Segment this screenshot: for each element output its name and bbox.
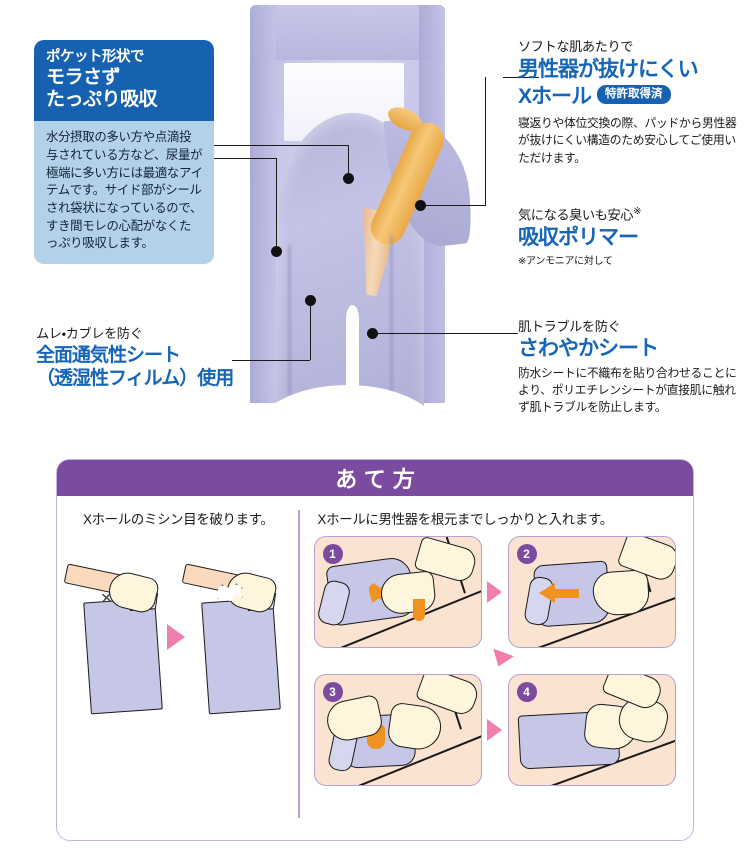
sheet-callout: 肌トラブルを防ぐ さわやかシート 防水シートに不織布を貼り合わせることにより、ポ…	[518, 318, 744, 416]
xhole-callout: ソフトな肌あたりで 男性器が抜けにくい Xホール 特許取得済 寝返りや体位交換の…	[518, 38, 744, 167]
figure-intact-xhole: ×	[63, 552, 167, 715]
leader-line-pocket-v	[348, 145, 349, 177]
howto-left-caption: Xホールのミシン目を破ります。	[83, 512, 274, 527]
leader-line-xhole-h	[503, 77, 539, 78]
step-card-4: 4	[507, 674, 676, 786]
pocket-card-title-line2: たっぷり吸収	[46, 89, 158, 111]
pad-bag	[83, 597, 163, 715]
step-number-badge: 2	[516, 544, 537, 564]
direction-arrow-icon	[538, 583, 555, 603]
howto-header: あて方	[57, 460, 693, 496]
leader-line-xhole-v	[485, 77, 486, 205]
leader-dot-sheet	[367, 328, 378, 339]
direction-arrow-tail	[552, 589, 579, 598]
polymer-kicker-row: 気になる臭いも安心※	[518, 205, 744, 224]
howto-column-divider	[298, 510, 300, 818]
polymer-kicker: 気になる臭いも安心	[518, 207, 634, 223]
pocket-card-kicker: ポケット形状で	[46, 49, 145, 65]
pocket-card-header: ポケット形状で モラさず たっぷり吸収	[34, 40, 214, 122]
product-illustration	[240, 5, 475, 440]
sheet-kicker: 肌トラブルを防ぐ	[518, 319, 621, 334]
leader-line-xhole-h2	[420, 205, 486, 206]
sheet-title: さわやかシート	[518, 337, 659, 361]
step-card-1: 1	[313, 536, 482, 648]
pocket-feature-card: ポケット形状で モラさず たっぷり吸収 水分摂取の多い方や点滴投与されている方な…	[34, 40, 214, 264]
step-card-2: 2	[507, 536, 676, 648]
step-gap-1-2	[482, 581, 508, 603]
patent-badge: 特許取得済	[597, 85, 671, 105]
polymer-title: 吸収ポリマー	[518, 225, 639, 249]
step-row-top: 1	[313, 536, 694, 648]
leader-line-pocket-h	[214, 145, 348, 146]
step-card-3: 3	[313, 674, 482, 786]
breathable-callout: ムレ・カブレを防ぐ 全面通気性シート （透湿性フィルム）使用	[36, 325, 246, 391]
polymer-note: ※アンモニアに対して	[518, 256, 613, 268]
polymer-callout: 気になる臭いも安心※ 吸収ポリマー ※アンモニアに対して	[518, 205, 744, 267]
step-flow-down	[314, 648, 694, 674]
pocket-card-title-line1: モラさず	[46, 66, 121, 88]
leader-line-breathable-v	[310, 300, 311, 360]
leader-line-pocket2-v	[276, 158, 277, 250]
howto-left-column: Xホールのミシン目を破ります。 ×	[57, 496, 298, 840]
pad-bag	[201, 597, 281, 715]
step-grid: 1	[313, 536, 694, 786]
pink-arrow-icon	[487, 719, 502, 741]
breathable-kicker: ムレ・カブレを防ぐ	[36, 326, 143, 341]
breathable-title-line2: （透湿性フィルム）使用	[36, 368, 234, 390]
howto-right-caption: Xホールに男性器を根元までしっかりと入れます。	[317, 512, 614, 527]
pad-side-left	[250, 5, 276, 403]
leader-line-sheet-h	[372, 333, 518, 334]
howto-right-column: Xホールに男性器を根元までしっかりと入れます。 1	[300, 496, 694, 840]
pad-top-band	[250, 5, 445, 60]
xhole-title-line2: Xホール	[518, 84, 592, 108]
step-gap-3-4	[482, 719, 508, 741]
step-row-bottom: 3	[313, 674, 694, 786]
xhole-body: 寝返りや体位交換の際、パッドから男性器が抜けにくい構造のため安心してご使用いただ…	[518, 116, 737, 165]
hand-shape-right	[385, 701, 444, 753]
orange-tip-icon	[412, 599, 425, 621]
xhole-title-line1: 男性器が抜けにくい	[518, 58, 699, 82]
step-number-badge: 3	[322, 682, 343, 702]
pink-arrow-icon	[167, 624, 185, 650]
howto-panel: あて方 Xホールのミシン目を破ります。 ×	[56, 459, 694, 841]
leader-line-pocket2-h	[214, 158, 276, 159]
sheet-body: 防水シートに不織布を貼り合わせることにより、ポリエチレンシートが直接肌に触れず肌…	[518, 365, 737, 414]
xhole-title-line2-row: Xホール 特許取得済	[518, 84, 744, 110]
leader-dot-breathable	[305, 295, 316, 306]
x-hole-mark-icon: ×	[100, 587, 113, 610]
pocket-card-body: 水分摂取の多い方や点滴投与されている方など、尿量が極端に多い方には最適なアイテム…	[34, 121, 214, 264]
leader-line-breathable-h	[232, 360, 310, 361]
breathable-title-line1: 全面通気性シート	[36, 345, 181, 367]
pad-crease-right	[390, 235, 393, 395]
howto-body: Xホールのミシン目を破ります。 × Xホールに男	[57, 496, 693, 840]
figure-torn-xhole	[181, 552, 285, 715]
pink-arrow-down-icon	[487, 648, 514, 671]
pad-crease-left	[288, 245, 291, 395]
leader-dot-xhole	[415, 200, 426, 211]
leader-dot-pocket2	[271, 246, 282, 257]
polymer-kicker-sup: ※	[633, 206, 642, 217]
pink-arrow-icon	[487, 581, 502, 603]
step-number-badge: 1	[322, 544, 343, 564]
product-features-section: ポケット形状で モラさず たっぷり吸収 水分摂取の多い方や点滴投与されている方な…	[34, 5, 744, 440]
step-number-badge: 4	[516, 682, 537, 702]
xhole-kicker: ソフトな肌あたりで	[518, 39, 634, 54]
leader-dot-pocket	[343, 173, 354, 184]
